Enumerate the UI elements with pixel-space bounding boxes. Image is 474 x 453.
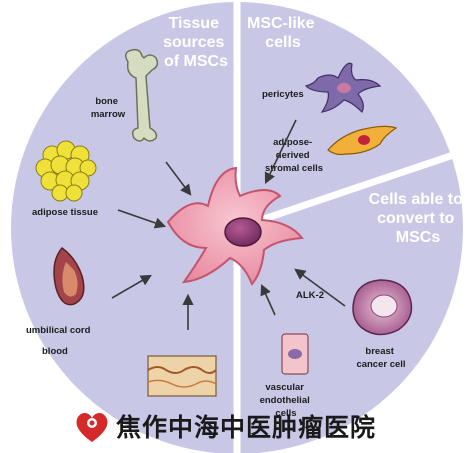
umbilical-cord-illustration: [53, 246, 85, 306]
msc-like-title-line2: cells: [265, 34, 301, 51]
tissue-sources-title-line2: sources: [163, 34, 224, 51]
convertible-title-line2: convert to: [377, 210, 455, 227]
hospital-watermark-text: 焦作中海中医肿瘤医院: [116, 413, 377, 442]
arrow-breast-to-msc: [294, 268, 346, 307]
tissue-sources-title-line1: Tissue: [169, 15, 220, 32]
arrow-bone-to-msc: [165, 161, 192, 196]
alk2-label: ALK-2: [296, 290, 324, 301]
arrow-pericyte-msc: [264, 119, 297, 185]
tissue-sources-title-line3: of MSCs: [164, 53, 228, 70]
msc-like-title: MSC-like cells: [247, 15, 319, 51]
hospital-watermark: 焦作中海中医肿瘤医院: [72, 406, 472, 446]
adipose-tissue-illustration: [35, 140, 97, 202]
umbilical-cord-label: umbilical cord blood: [26, 325, 93, 357]
pericyte-illustration: [304, 62, 382, 114]
adipose-stromal-cell-illustration: [327, 125, 398, 156]
tissue-sources-title: Tissue sources of MSCs: [163, 15, 229, 70]
convertible-title-line3: MSCs: [396, 229, 441, 246]
arrow-adipose-to-msc: [117, 209, 167, 229]
arrow-cord-to-msc: [111, 274, 152, 299]
adipose-tissue-label: adipose tissue: [32, 207, 98, 218]
adipose-stromal-label: adipose- derived stromal cells: [265, 137, 323, 174]
arrows: [111, 119, 346, 330]
endothelial-cell-illustration: [281, 333, 309, 375]
breast-cancer-label: breast cancer cell: [356, 346, 405, 370]
central-msc-cell: [166, 166, 304, 286]
convertible-cells-title: Cells able to convert to MSCs: [369, 191, 468, 246]
arrow-endothelial-to-msc: [260, 283, 276, 316]
bone-illustration: [125, 48, 159, 142]
msc-nucleus: [224, 217, 262, 247]
breast-cancer-cell-illustration: [352, 279, 413, 336]
msc-like-title-line1: MSC-like: [247, 15, 315, 32]
vascular-endothelial-label: vascular endothelial cells: [260, 382, 313, 419]
skin-tissue-illustration: [147, 355, 217, 397]
hospital-logo-icon: [76, 412, 108, 442]
bone-marrow-label: bone marrow: [91, 96, 126, 120]
convertible-title-line1: Cells able to: [369, 191, 463, 208]
pericytes-label: pericytes: [262, 89, 304, 100]
